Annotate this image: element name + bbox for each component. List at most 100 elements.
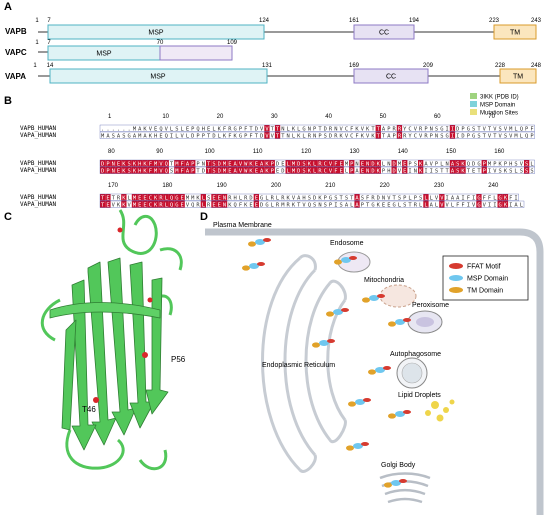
residue-number: 169 <box>349 63 360 69</box>
sequence-name: VAPB_HUMAN <box>20 125 57 132</box>
conserved-residue <box>333 160 339 167</box>
residue: P <box>525 126 528 132</box>
residue: S <box>302 168 305 174</box>
conserved-residue <box>327 160 334 167</box>
residue: M <box>154 168 158 174</box>
residue: L <box>419 202 422 208</box>
residue: M <box>133 195 137 201</box>
residue: V <box>292 195 296 201</box>
residue: I <box>456 133 459 139</box>
residue: K <box>228 202 232 208</box>
residue: S <box>403 202 406 208</box>
residue: V <box>493 168 497 174</box>
peroxisome-core <box>416 317 434 327</box>
residue: L <box>514 126 517 132</box>
conserved-residue <box>290 160 297 167</box>
residue: S <box>212 161 215 167</box>
residue: Q <box>165 161 168 167</box>
residue: V <box>159 161 163 167</box>
residue: K <box>340 133 344 139</box>
msp-ribbon-structure <box>40 209 183 471</box>
residue: V <box>265 126 269 132</box>
residue: L <box>165 202 168 208</box>
residue: G <box>260 195 263 201</box>
conserved-residue <box>137 194 143 201</box>
conserved-residue <box>179 194 185 201</box>
residue: A <box>514 202 518 208</box>
residue: H <box>138 161 141 167</box>
conserved-residue <box>126 160 132 167</box>
residue: K <box>196 195 200 201</box>
residue: I <box>430 168 433 174</box>
residue: E <box>181 202 184 208</box>
residue: D <box>393 161 396 167</box>
ruler-label: 140 <box>398 149 409 155</box>
residue: A <box>133 133 137 139</box>
conserved-residue <box>396 125 403 132</box>
residue: V <box>186 202 190 208</box>
residue: E <box>387 202 390 208</box>
conserved-residue <box>131 160 138 167</box>
ruler-label: 100 <box>205 149 216 155</box>
residue: P <box>271 168 274 174</box>
msp-domain-glyph <box>375 367 385 373</box>
residue: C <box>350 133 353 139</box>
residue: . <box>122 126 125 132</box>
residue: V <box>239 168 243 174</box>
protein-name: VAPA <box>5 72 26 81</box>
residue: S <box>207 195 210 201</box>
residue: Y <box>403 126 407 132</box>
residue: R <box>419 126 423 132</box>
residue: S <box>361 195 364 201</box>
conserved-residue <box>418 167 424 174</box>
residue: A <box>234 161 238 167</box>
conserved-residue <box>147 160 153 167</box>
residue: A <box>355 168 359 174</box>
residue: D <box>472 161 475 167</box>
residue: T <box>340 195 344 201</box>
ffat-motif-glyph <box>403 410 411 414</box>
msp-legend-swatch <box>470 101 477 107</box>
residue-number: 7 <box>47 18 51 24</box>
conserved-residue <box>115 160 122 167</box>
residue: T <box>493 133 497 139</box>
beta-strand <box>145 277 169 415</box>
residue: A <box>297 195 301 201</box>
conserved-residue <box>126 167 132 174</box>
residue: A <box>117 133 121 139</box>
residue: R <box>276 202 280 208</box>
residue: A <box>382 126 386 132</box>
residue: K <box>122 168 126 174</box>
residue: M <box>154 161 158 167</box>
residue: I <box>467 202 470 208</box>
residue: C <box>149 195 152 201</box>
residue: M <box>186 195 190 201</box>
residue: M <box>345 161 349 167</box>
residue: S <box>456 168 459 174</box>
residue: K <box>143 126 147 132</box>
residue: D <box>371 161 374 167</box>
conserved-residue <box>338 160 344 167</box>
residue: N <box>308 126 311 132</box>
tm-domain <box>499 68 537 84</box>
residue: Q <box>308 202 311 208</box>
loop <box>118 209 158 255</box>
conserved-residue <box>243 167 249 174</box>
residue: T <box>371 126 375 132</box>
conserved-residue <box>423 194 429 201</box>
panel-a-label: A <box>4 1 12 13</box>
conserved-residue <box>396 132 403 139</box>
residue: L <box>212 126 215 132</box>
residue: A <box>387 133 391 139</box>
mutation-site-p56 <box>142 352 148 358</box>
residue: S <box>340 202 343 208</box>
residue: P <box>202 133 205 139</box>
cc-domain <box>353 24 415 40</box>
ffat-motif-glyph <box>257 262 265 266</box>
residue: D <box>276 161 279 167</box>
residue: G <box>175 202 178 208</box>
residue: T <box>255 133 259 139</box>
residue: Q <box>520 126 523 132</box>
residue: P <box>393 133 396 139</box>
